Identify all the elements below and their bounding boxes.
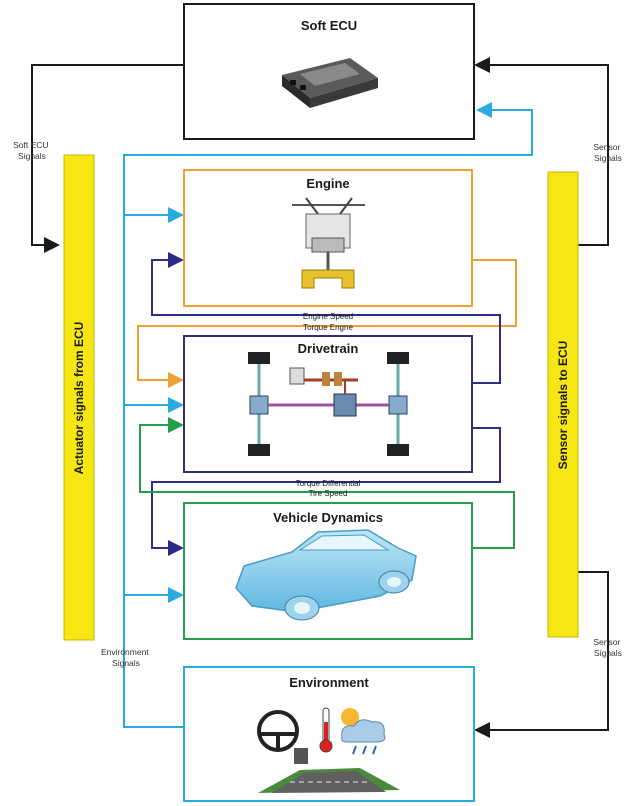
weather-icon (341, 708, 386, 755)
environment-block: Environment (183, 666, 475, 802)
soft-ecu-signals-line2: Signals (18, 151, 46, 161)
drivetrain-schematic-icon (248, 352, 409, 456)
engine-piston-icon (292, 197, 365, 289)
sensor-signals-bottom-wire (474, 571, 609, 738)
car-icon (235, 529, 417, 621)
thermometer-icon (319, 707, 333, 753)
tire-speed-label: Tire Speed (309, 489, 348, 498)
environment-signals-wire (123, 102, 533, 728)
soft-ecu-title: Soft ECU (301, 18, 357, 33)
sensor-signals-top-line1: Sensor (593, 142, 620, 152)
ecu-module-icon (282, 58, 378, 108)
torque-differential-label: Torque Differential (296, 479, 361, 488)
torque-engine-wire (137, 259, 517, 388)
engine-speed-label: Engine Speed (303, 312, 353, 321)
soft-ecu-signals-wire (31, 64, 184, 253)
sensor-bar (547, 171, 579, 638)
tire-speed-wire (139, 417, 515, 549)
engine-speed-wire (151, 252, 501, 384)
drivetrain-title: Drivetrain (298, 341, 359, 356)
sensor-signals-bottom-label: Sensor Signals (593, 637, 622, 658)
steering-wheel-icon (257, 710, 308, 764)
actuator-bar (63, 154, 95, 641)
sensor-bar-label: Sensor signals to ECU (556, 341, 570, 470)
soft-ecu-block: Soft ECU (183, 3, 475, 140)
environment-signals-label: Environment Signals (101, 647, 151, 668)
torque-engine-label: Torque Engne (303, 323, 353, 332)
environment-title: Environment (289, 675, 369, 690)
soft-ecu-signals-line1: Soft ECU (13, 140, 48, 150)
drivetrain-block: Drivetrain (183, 335, 473, 473)
actuator-bar-label: Actuator signals from ECU (72, 322, 86, 475)
sensor-signals-top-wire (474, 57, 609, 246)
vehicle-dynamics-block: Vehicle Dynamics (183, 502, 473, 640)
road-icon (258, 768, 400, 793)
sensor-signals-bottom-line1: Sensor (593, 637, 620, 647)
vehicle-dynamics-title: Vehicle Dynamics (273, 510, 383, 525)
sensor-signals-top-line2: Signals (594, 153, 622, 163)
engine-title: Engine (306, 176, 349, 191)
environment-signals-line2: Signals (112, 658, 140, 668)
torque-differential-wire (151, 427, 501, 556)
soft-ecu-signals-label: Soft ECU Signals (13, 140, 51, 161)
engine-block: Engine (183, 169, 473, 307)
environment-signals-line1: Environment (101, 647, 149, 657)
sensor-signals-bottom-line2: Signals (594, 648, 622, 658)
sensor-signals-top-label: Sensor Signals (593, 142, 622, 163)
